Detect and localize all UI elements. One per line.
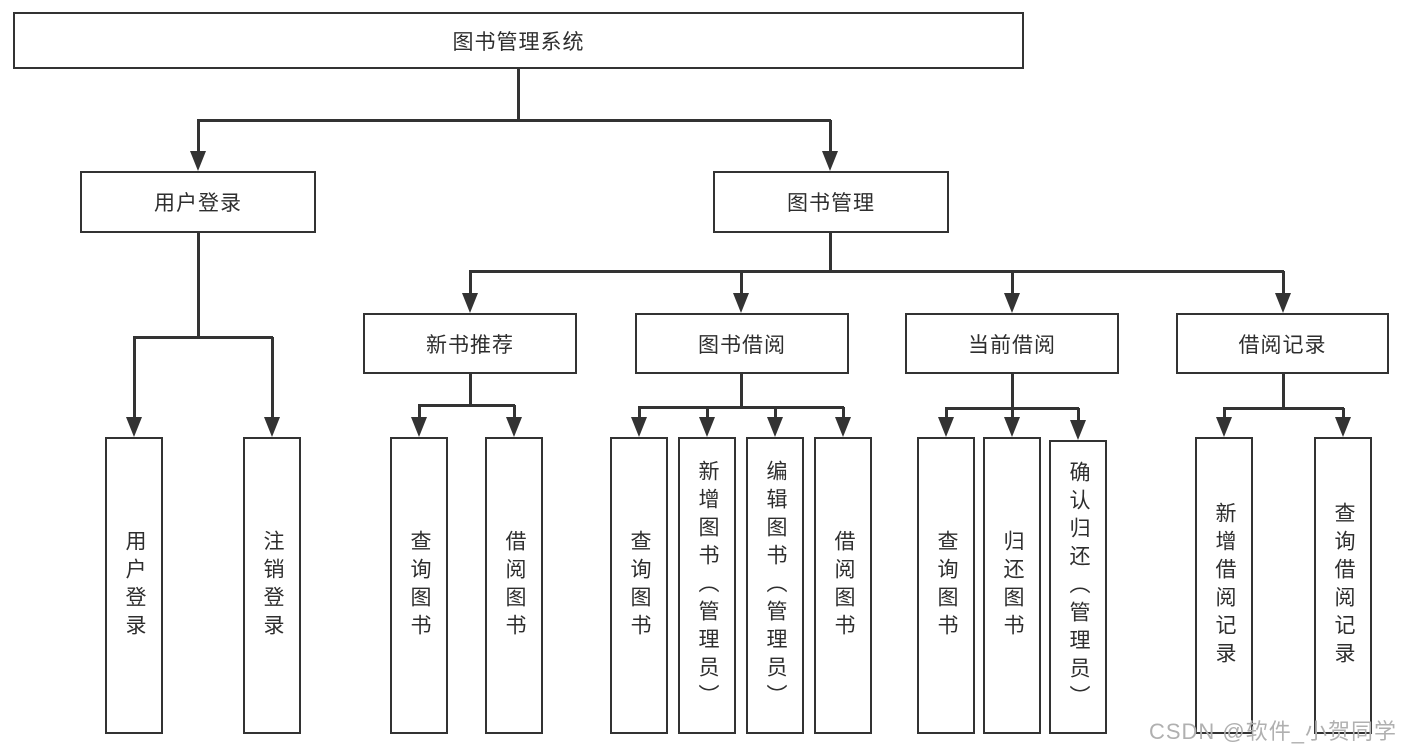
leaf-label: 借阅图书 — [503, 529, 526, 642]
connector — [1223, 407, 1344, 410]
leaf-label: 查询图书 — [628, 529, 651, 642]
arrow-down-icon — [938, 417, 954, 437]
arrow-down-icon — [631, 417, 647, 437]
csdn-watermark: CSDN @软件_小贺同学 — [1148, 719, 1397, 744]
connector — [1282, 373, 1285, 409]
leaf-add-book-admin: 新增图书（管理员） — [678, 437, 736, 734]
arrow-down-icon — [822, 151, 838, 171]
node-borrowing-records: 借阅记录 — [1176, 313, 1389, 374]
connector — [1077, 408, 1080, 426]
leaf-query-book-borrowing: 查询图书 — [610, 437, 668, 734]
node-library-management-system: 图书管理系统 — [13, 12, 1024, 69]
leaf-add-borrow-record: 新增借阅记录 — [1195, 437, 1253, 734]
connector — [740, 271, 743, 299]
arrow-down-icon — [462, 293, 478, 313]
connector — [1282, 271, 1285, 299]
connector — [469, 271, 472, 299]
arrow-down-icon — [126, 417, 142, 437]
connector — [197, 120, 200, 157]
leaf-label: 查询图书 — [935, 529, 958, 642]
node-current-borrowing: 当前借阅 — [905, 313, 1119, 374]
arrow-down-icon — [506, 417, 522, 437]
leaf-label: 编辑图书（管理员） — [764, 459, 787, 712]
leaf-query-book-recommend: 查询图书 — [390, 437, 448, 734]
leaf-logout: 注销登录 — [243, 437, 301, 734]
connector — [829, 233, 832, 272]
leaf-label: 用户登录 — [123, 529, 146, 642]
leaf-query-book-current: 查询图书 — [917, 437, 975, 734]
leaf-confirm-return-admin: 确认归还（管理员） — [1049, 440, 1107, 734]
leaf-query-borrow-record: 查询借阅记录 — [1314, 437, 1372, 734]
connector — [197, 233, 200, 338]
connector — [197, 119, 831, 122]
leaf-borrow-book-recommend: 借阅图书 — [485, 437, 543, 734]
arrow-down-icon — [1070, 420, 1086, 440]
leaf-edit-book-admin: 编辑图书（管理员） — [746, 437, 804, 734]
leaf-borrow-book: 借阅图书 — [814, 437, 872, 734]
connector — [469, 373, 472, 406]
node-new-book-recommend: 新书推荐 — [363, 313, 577, 374]
connector — [638, 407, 641, 423]
leaf-user-login: 用户登录 — [105, 437, 163, 734]
leaf-label: 注销登录 — [261, 529, 284, 642]
connector — [638, 406, 844, 409]
arrow-down-icon — [699, 417, 715, 437]
leaf-label: 查询图书 — [408, 529, 431, 642]
connector — [1011, 271, 1014, 299]
arrow-down-icon — [1004, 417, 1020, 437]
connector — [774, 407, 777, 423]
arrow-down-icon — [733, 293, 749, 313]
node-book-management: 图书管理 — [713, 171, 949, 233]
connector — [740, 373, 743, 408]
node-book-borrowing: 图书借阅 — [635, 313, 849, 374]
node-user-login: 用户登录 — [80, 171, 316, 233]
arrow-down-icon — [190, 151, 206, 171]
connector — [706, 407, 709, 423]
leaf-label: 归还图书 — [1001, 529, 1024, 642]
leaf-label: 借阅图书 — [832, 529, 855, 642]
arrow-down-icon — [1004, 293, 1020, 313]
connector — [517, 69, 520, 120]
connector — [1011, 408, 1014, 423]
connector — [842, 407, 845, 423]
connector — [1342, 408, 1345, 423]
arrow-down-icon — [1216, 417, 1232, 437]
connector — [133, 336, 273, 339]
connector — [1223, 408, 1226, 423]
connector — [829, 120, 832, 157]
leaf-label: 新增图书（管理员） — [696, 459, 719, 712]
connector — [513, 405, 516, 423]
arrow-down-icon — [411, 417, 427, 437]
arrow-down-icon — [1335, 417, 1351, 437]
connector — [418, 405, 421, 423]
connector — [469, 270, 1284, 273]
arrow-down-icon — [767, 417, 783, 437]
connector — [945, 408, 948, 423]
connector — [418, 404, 515, 407]
connector — [133, 337, 136, 423]
leaf-label: 确认归还（管理员） — [1067, 461, 1090, 713]
connector — [271, 337, 274, 423]
connector — [1011, 373, 1014, 409]
leaf-label: 新增借阅记录 — [1213, 501, 1236, 670]
leaf-return-book: 归还图书 — [983, 437, 1041, 734]
arrow-down-icon — [264, 417, 280, 437]
leaf-label: 查询借阅记录 — [1332, 501, 1355, 670]
arrow-down-icon — [835, 417, 851, 437]
arrow-down-icon — [1275, 293, 1291, 313]
